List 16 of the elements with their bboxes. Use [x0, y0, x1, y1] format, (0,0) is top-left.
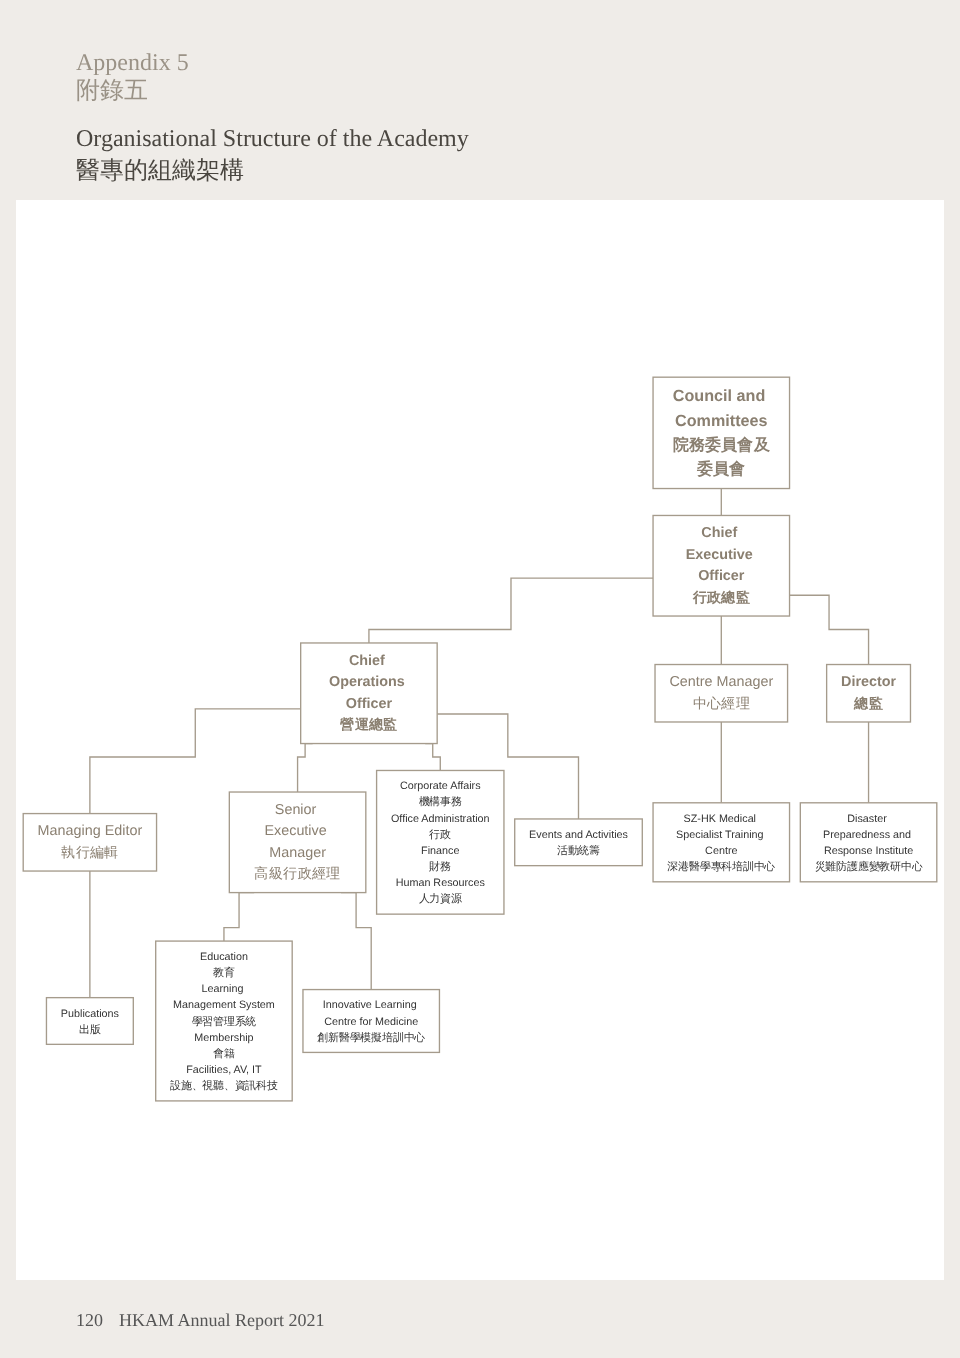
appendix-label: 附錄五 — [76, 76, 150, 104]
connector — [720, 488, 722, 518]
connector — [788, 595, 870, 667]
footer-text: HKAM Annual Report 2021 — [119, 1310, 325, 1330]
subtitle: 醫專的組織架構 — [76, 156, 246, 184]
connector — [720, 722, 722, 805]
connector — [368, 578, 654, 645]
connector — [436, 714, 580, 821]
connector — [720, 616, 722, 667]
connector — [89, 709, 302, 816]
title: Organisational Structure of the Academy — [76, 124, 469, 152]
appendix-label: Appendix 5 — [76, 48, 191, 76]
connector — [89, 871, 91, 1000]
page-number: 120 — [76, 1310, 103, 1330]
node-box: Council and Committees 院務委員會及委員會 — [652, 377, 791, 491]
connector — [867, 722, 870, 805]
